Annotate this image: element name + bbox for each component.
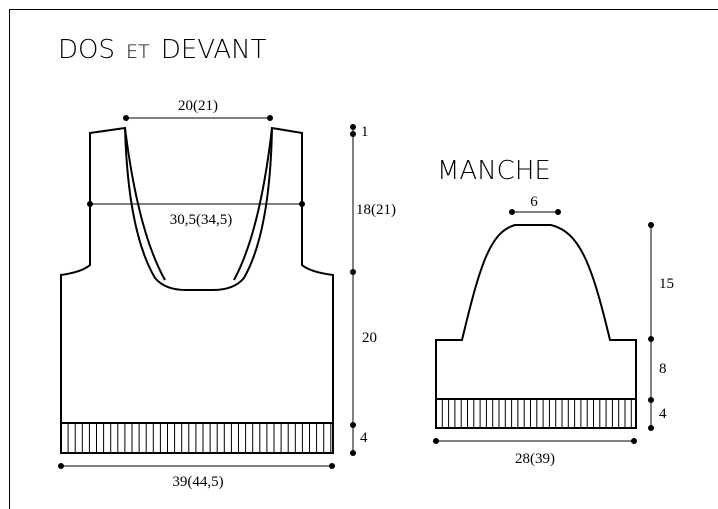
bottom-dot-left [58,463,64,469]
diagram-frame [9,9,718,509]
bottom-dot-right [329,463,335,469]
sleeve-ribbing [441,399,632,428]
sv-dot-1 [648,222,654,228]
sleeve-outline [435,224,637,429]
neck-inner-right [233,127,273,281]
chest-dot-right [299,201,305,207]
sleeve-title: MANCHE [437,156,551,186]
v-dot-4 [350,422,356,428]
sleeve-top-dot-left [509,209,515,215]
sv-dot-4 [648,425,654,431]
back-front-title: DOS ET DEVANT [58,35,267,65]
armhole-height-label: 18(21) [356,202,396,218]
v-dot-1 [350,124,356,130]
sleeve-body-label: 8 [659,361,667,377]
sleeve-bottom-label: 28(39) [515,451,555,467]
bottom-width-label: 39(44,5) [172,474,223,490]
title-et: ET [126,41,150,63]
chest-width-label: 30,5(34,5) [170,212,233,228]
sleeve-top-label: 6 [530,194,538,210]
sleeve-bottom-dot-right [631,438,637,444]
neck-width-label: 20(21) [178,98,218,114]
sleeve-rib-label: 4 [659,406,667,422]
sv-dot-3 [648,397,654,403]
v-dot-5 [350,450,356,456]
v-dot-2 [350,131,356,137]
neck-dot-left [123,115,129,121]
shoulder-drop-label: 1 [361,124,369,140]
sleeve-top-dot-right [555,209,561,215]
neck-inner [124,127,166,281]
body-rib-label: 4 [360,430,368,446]
title-dos: DOS [58,35,115,65]
v-dot-3 [350,269,356,275]
sleeve-bottom-dot-left [433,438,439,444]
body-outline [60,126,334,454]
neck-dot-right [267,115,273,121]
sleeve-cap-label: 15 [659,276,674,292]
body-ribbing [67,423,332,453]
body-height-label: 20 [362,330,377,346]
chest-dot-left [87,201,93,207]
sv-dot-2 [648,336,654,342]
title-devant: DEVANT [161,35,267,65]
